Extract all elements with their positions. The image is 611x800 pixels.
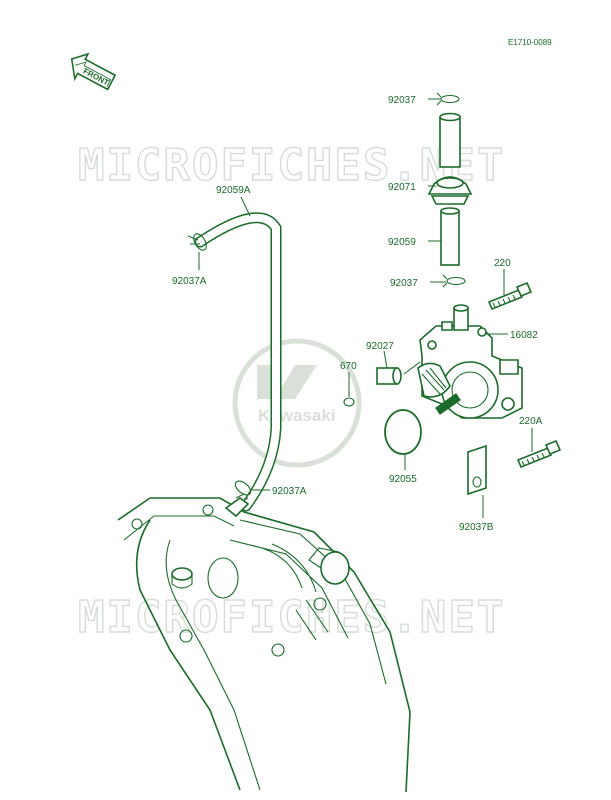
watermark-top: MICROFICHES.NET [78,140,505,191]
clamp-upper-icon [187,233,207,251]
bolt-220-icon [487,281,533,311]
label-clamp-upper: 92037A [172,276,207,287]
frame-icon [117,497,411,793]
label-oring-small: 670 [340,361,357,372]
diagram-code: E1710-0089 [508,38,552,47]
hose-short-icon [440,207,460,266]
oil-pump-icon [417,304,523,419]
label-bolt: 220 [494,258,511,269]
label-cap: 92071 [388,182,416,193]
label-hose-long: 92059A [216,185,251,196]
bracket-92037b-icon [467,444,487,496]
tube-top-icon [439,112,461,168]
label-clamp-mid: 92037 [390,278,418,289]
label-bracket: 92037B [459,522,494,533]
o-ring-large-icon [384,409,422,455]
cap-92071-icon [427,176,473,205]
label-collar: 92027 [366,341,394,352]
kawasaki-logo: Kawasaki [232,338,362,468]
clamp-mid-icon [442,274,466,288]
label-hose-short: 92059 [388,237,416,248]
o-ring-small-icon [343,397,355,407]
front-arrow-icon: FRONT [70,52,117,91]
collar-92027-icon [376,367,402,385]
logo-text: Kawasaki [258,406,336,425]
watermark-bottom: MICROFICHES.NET [78,592,505,643]
label-oring-large: 92055 [389,474,417,485]
bolt-220a-icon [516,439,562,469]
hose-long-icon [194,212,282,512]
label-pump: 16082 [510,330,538,341]
label-clamp-lower: 92037A [272,486,307,497]
label-bolt-a: 220A [519,416,543,427]
label-clamp-top: 92037 [388,95,416,106]
